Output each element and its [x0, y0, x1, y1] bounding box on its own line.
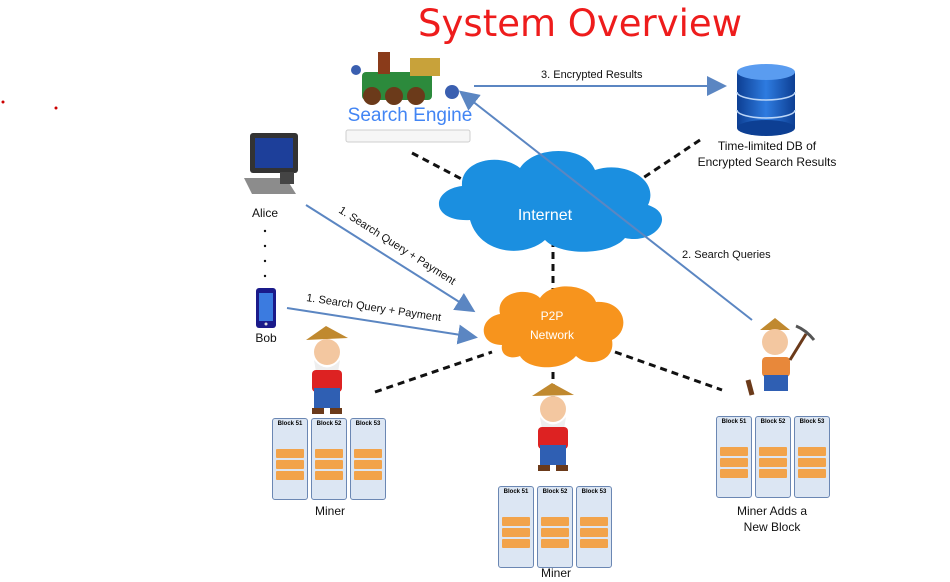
computer-icon	[244, 133, 298, 194]
block-card: Block 51	[272, 418, 308, 500]
block-title: Block 51	[277, 421, 303, 427]
encrypted-results-label: 3. Encrypted Results	[541, 69, 643, 81]
block-card: Block 51	[716, 416, 752, 498]
p2p-label-line1: P2P	[541, 309, 564, 323]
phone-icon	[256, 288, 276, 328]
arrow-search-queries	[458, 90, 753, 321]
link-rightminer-p2p	[614, 350, 723, 392]
miner-left-label: Miner	[314, 504, 345, 518]
steam-engine-icon	[351, 52, 459, 105]
link-db-internet	[639, 138, 701, 182]
block-title: Block 52	[760, 419, 786, 425]
miner-right-icon	[745, 318, 816, 396]
alice-label: Alice	[251, 206, 278, 220]
search-engine-label: Search Engine	[348, 105, 473, 126]
p2p-label-line2: Network	[530, 328, 575, 342]
arrow-alice-query	[305, 204, 476, 313]
block-card: Block 52	[537, 486, 573, 568]
block-title: Block 53	[799, 419, 825, 425]
block-title: Block 51	[721, 419, 747, 425]
block-card: Block 52	[311, 418, 347, 500]
block-title: Block 53	[581, 489, 607, 495]
ellipsis-dots	[263, 229, 267, 278]
block-title: Block 51	[503, 489, 529, 495]
db-label: Time-limited DB of Encrypted Search Resu…	[690, 138, 844, 170]
p2p-cloud	[483, 286, 624, 368]
block-title: Block 52	[316, 421, 342, 427]
miner-right-label-line2: New Block	[743, 520, 801, 534]
bob-query-label: 1. Search Query + Payment	[306, 292, 442, 324]
block-card: Block 53	[350, 418, 386, 500]
miner-right-label: Miner Adds a New Block	[722, 503, 822, 535]
dot-mark	[54, 106, 58, 110]
page-title: System Overview	[418, 2, 742, 45]
dot-mark	[1, 100, 5, 104]
search-engine-logo	[345, 52, 471, 143]
link-leftminer-p2p	[374, 350, 493, 394]
miner-left-icon	[306, 326, 348, 414]
db-label-line1: Time-limited DB of	[717, 139, 817, 153]
miner-right-label-line1: Miner Adds a	[736, 504, 808, 518]
alice-query-label: 1. Search Query + Payment	[336, 204, 457, 287]
arrow-bob-query	[286, 307, 478, 345]
block-title: Block 52	[542, 489, 568, 495]
internet-cloud	[438, 150, 663, 252]
block-card: Block 51	[498, 486, 534, 568]
search-queries-label: 2. Search Queries	[682, 249, 771, 261]
internet-label: Internet	[518, 207, 573, 224]
block-card: Block 52	[755, 416, 791, 498]
block-card: Block 53	[794, 416, 830, 498]
miner-center-label: Miner	[540, 566, 571, 580]
database-icon	[736, 64, 796, 136]
block-card: Block 53	[576, 486, 612, 568]
miner-center-icon	[532, 383, 574, 471]
block-title: Block 53	[355, 421, 381, 427]
db-label-line2: Encrypted Search Results	[697, 155, 837, 169]
bob-label: Bob	[255, 331, 277, 345]
